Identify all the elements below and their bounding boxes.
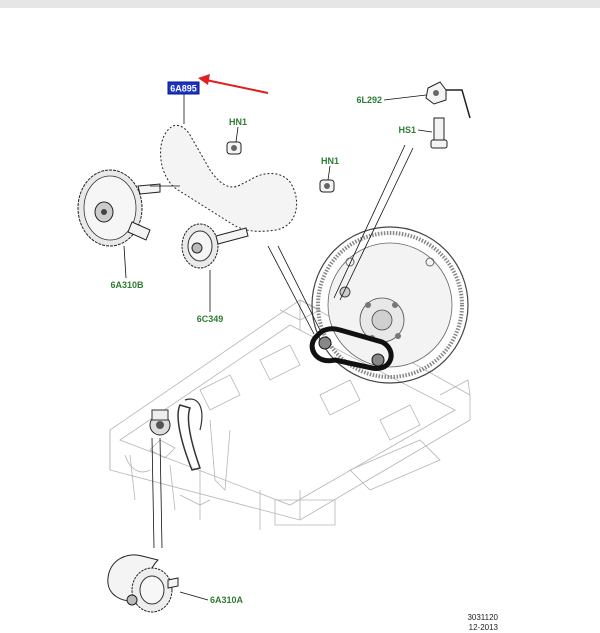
diagram-date: 12-2013 — [469, 623, 499, 632]
diagram-id: 3031120 — [467, 613, 498, 622]
label-hs1[interactable]: HS1 — [398, 125, 416, 135]
timing-chain-part[interactable] — [159, 124, 298, 233]
engine-block-drawing — [109, 299, 471, 530]
lower-chain-drawing — [149, 398, 203, 471]
label-6c349[interactable]: 6C349 — [197, 314, 224, 324]
label-6a895-text: 6A895 — [170, 84, 197, 94]
label-hn1-lower[interactable]: HN1 — [321, 156, 339, 166]
label-6a310b[interactable]: 6A310B — [110, 280, 144, 290]
label-hn1-upper[interactable]: HN1 — [229, 117, 247, 127]
nut-hn1-lower[interactable] — [319, 179, 335, 193]
nut-hn1-upper[interactable] — [226, 141, 242, 155]
installed-chain-drawing — [309, 326, 394, 371]
screw-hs1[interactable] — [430, 117, 448, 149]
label-6a310a[interactable]: 6A310A — [210, 595, 244, 605]
top-bar — [0, 0, 600, 8]
sprocket-6a310b[interactable] — [77, 169, 161, 247]
bracket-6l292[interactable] — [425, 81, 471, 119]
leader-lines — [123, 94, 433, 601]
label-6l292[interactable]: 6L292 — [356, 95, 382, 105]
label-6a895[interactable]: 6A895 — [167, 81, 200, 95]
sprocket-6c349[interactable] — [181, 223, 249, 269]
sprocket-6a310a[interactable] — [107, 554, 179, 613]
red-arrow-icon — [198, 74, 269, 94]
